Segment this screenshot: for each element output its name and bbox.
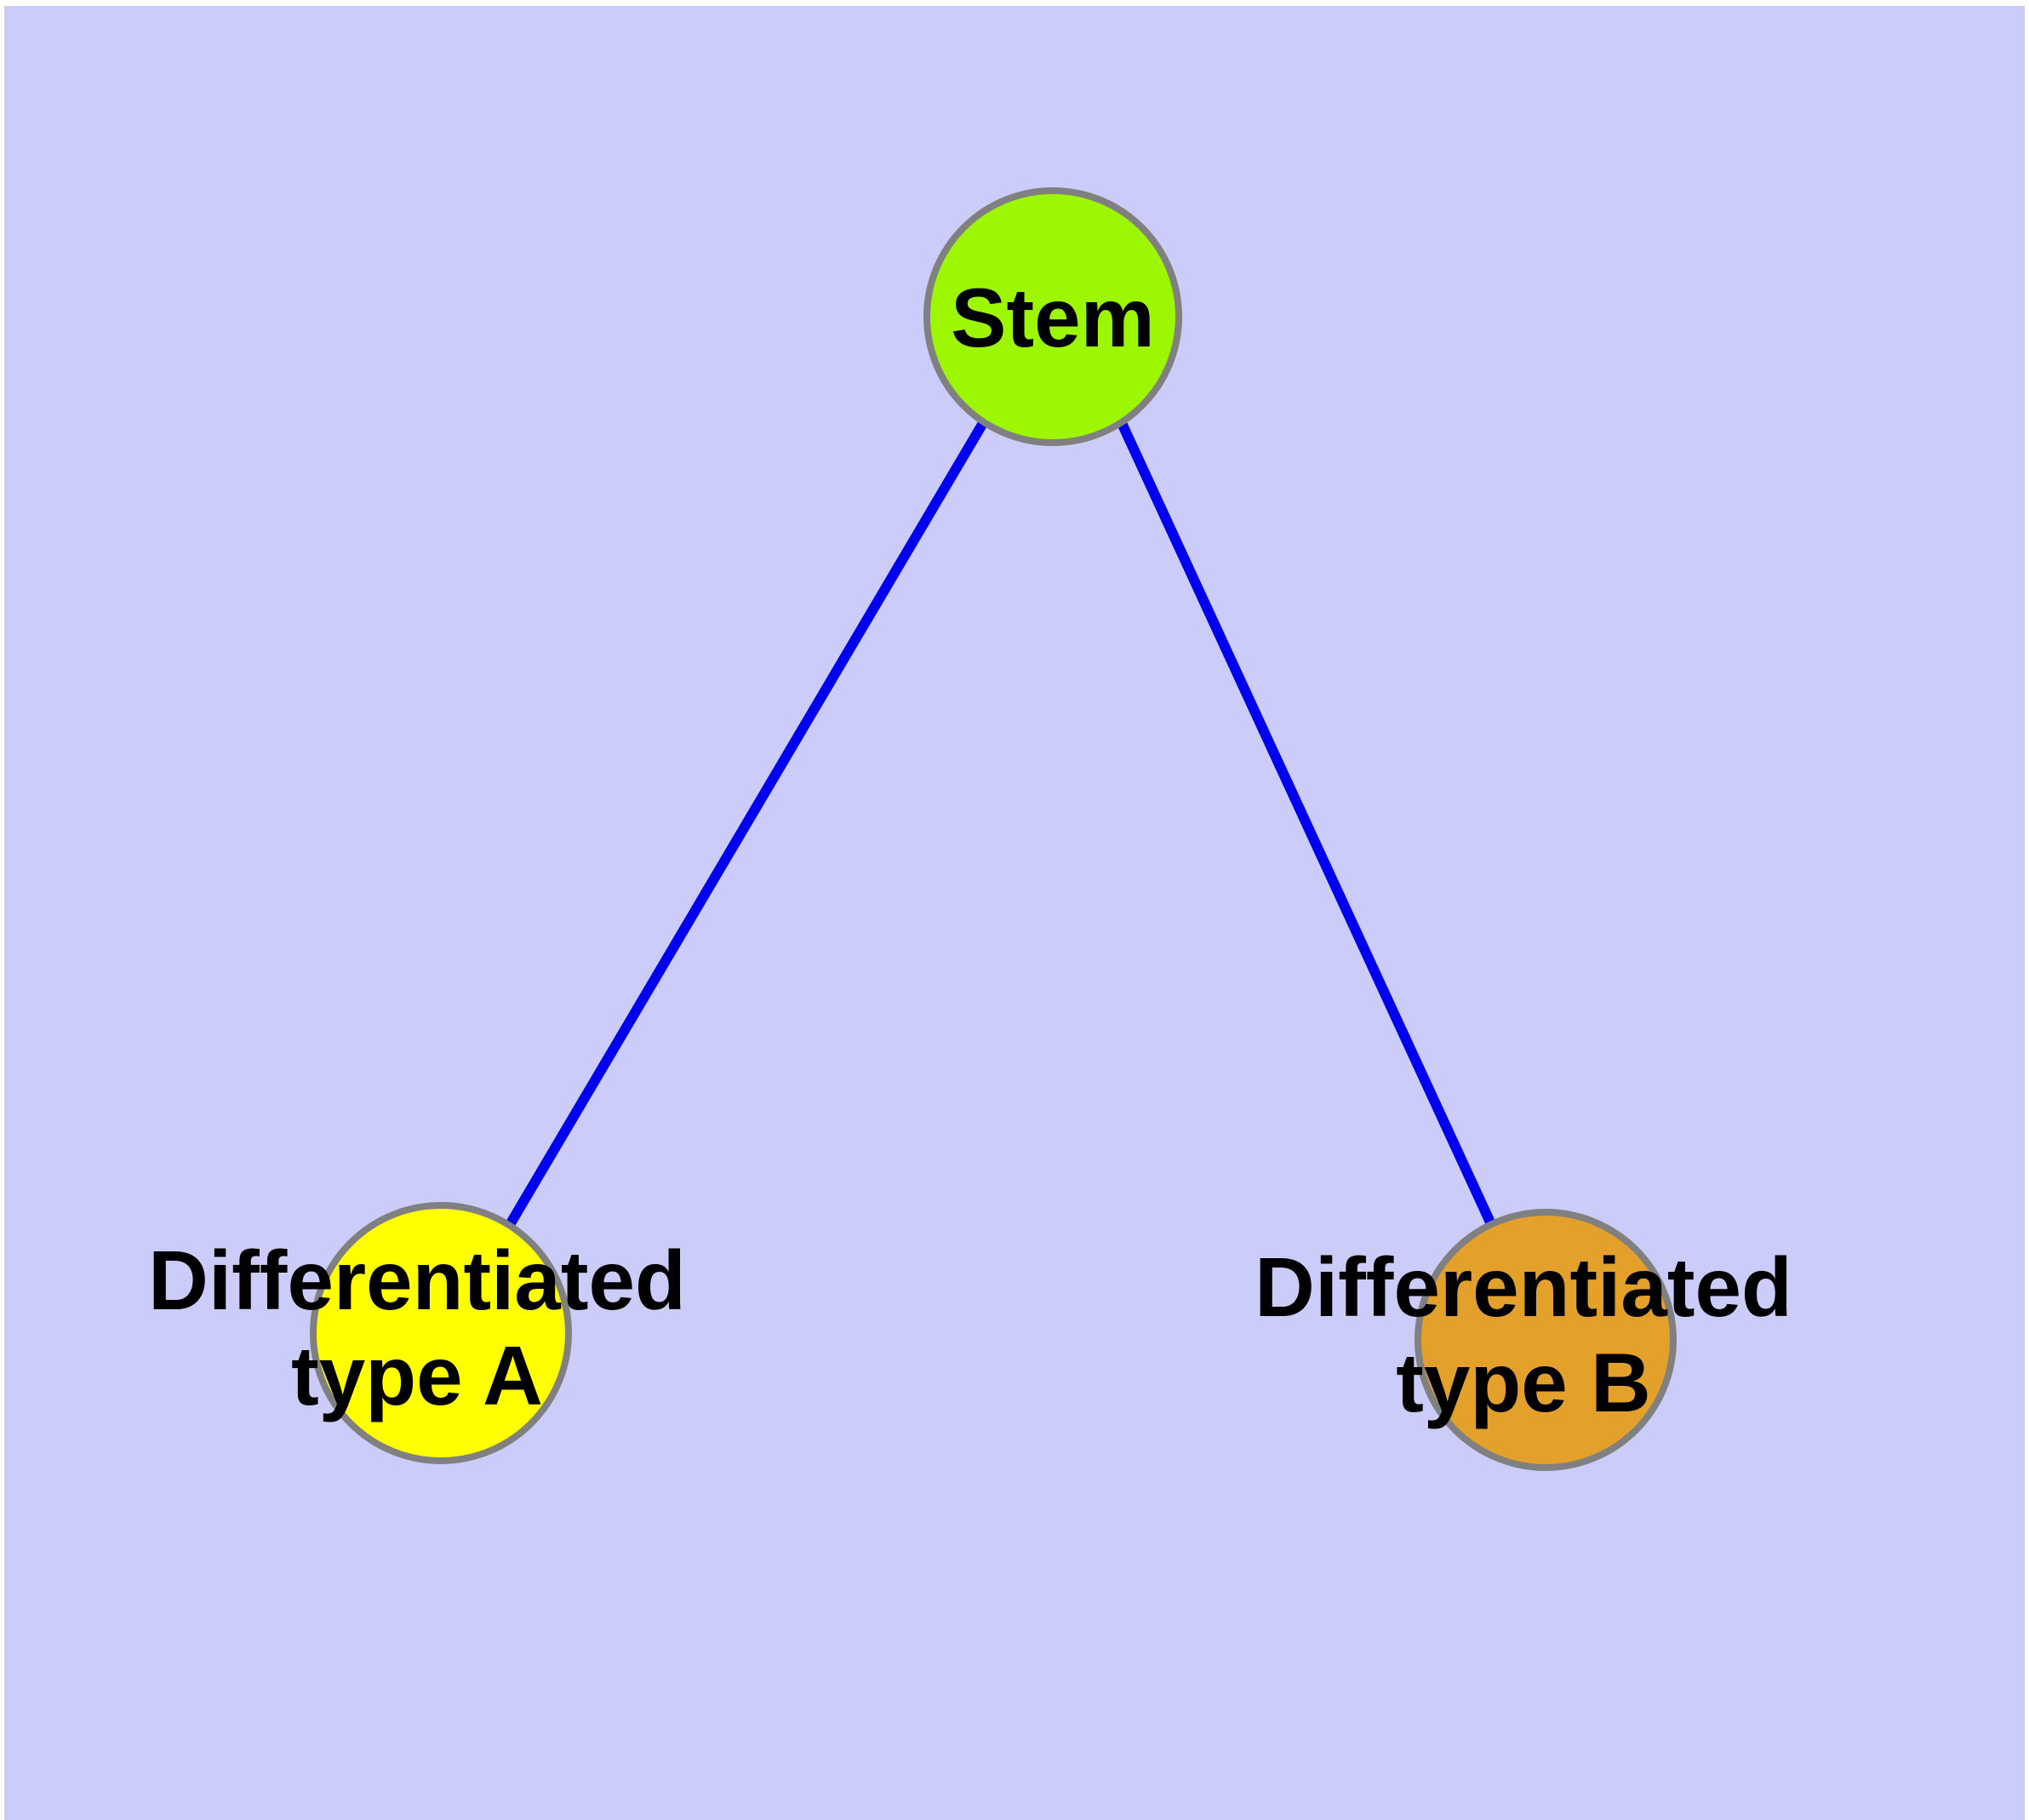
node-differentiated-type-a-label-line2: type A: [291, 1329, 543, 1422]
label-layer: Stem Differentiated type A Differentiate…: [148, 271, 1792, 1429]
node-differentiated-type-b-label-line2: type B: [1396, 1336, 1651, 1429]
node-differentiated-type-a-label-line1: Differentiated: [148, 1233, 686, 1327]
node-differentiated-type-b[interactable]: [1415, 1209, 1677, 1471]
edge-stem-to-differentiated-type-a[interactable]: [506, 420, 988, 1227]
node-layer: [310, 187, 1677, 1471]
node-differentiated-type-b-circle[interactable]: [1415, 1209, 1677, 1471]
edge-layer: [506, 420, 1496, 1227]
node-stem-label: Stem: [951, 271, 1155, 364]
node-stem[interactable]: [923, 187, 1182, 446]
node-differentiated-type-a-circle[interactable]: [310, 1202, 572, 1464]
node-differentiated-type-a[interactable]: [310, 1202, 572, 1464]
node-differentiated-type-b-label-line1: Differentiated: [1255, 1240, 1792, 1334]
edge-stem-to-differentiated-type-b[interactable]: [1117, 421, 1496, 1227]
node-stem-circle[interactable]: [923, 187, 1182, 446]
